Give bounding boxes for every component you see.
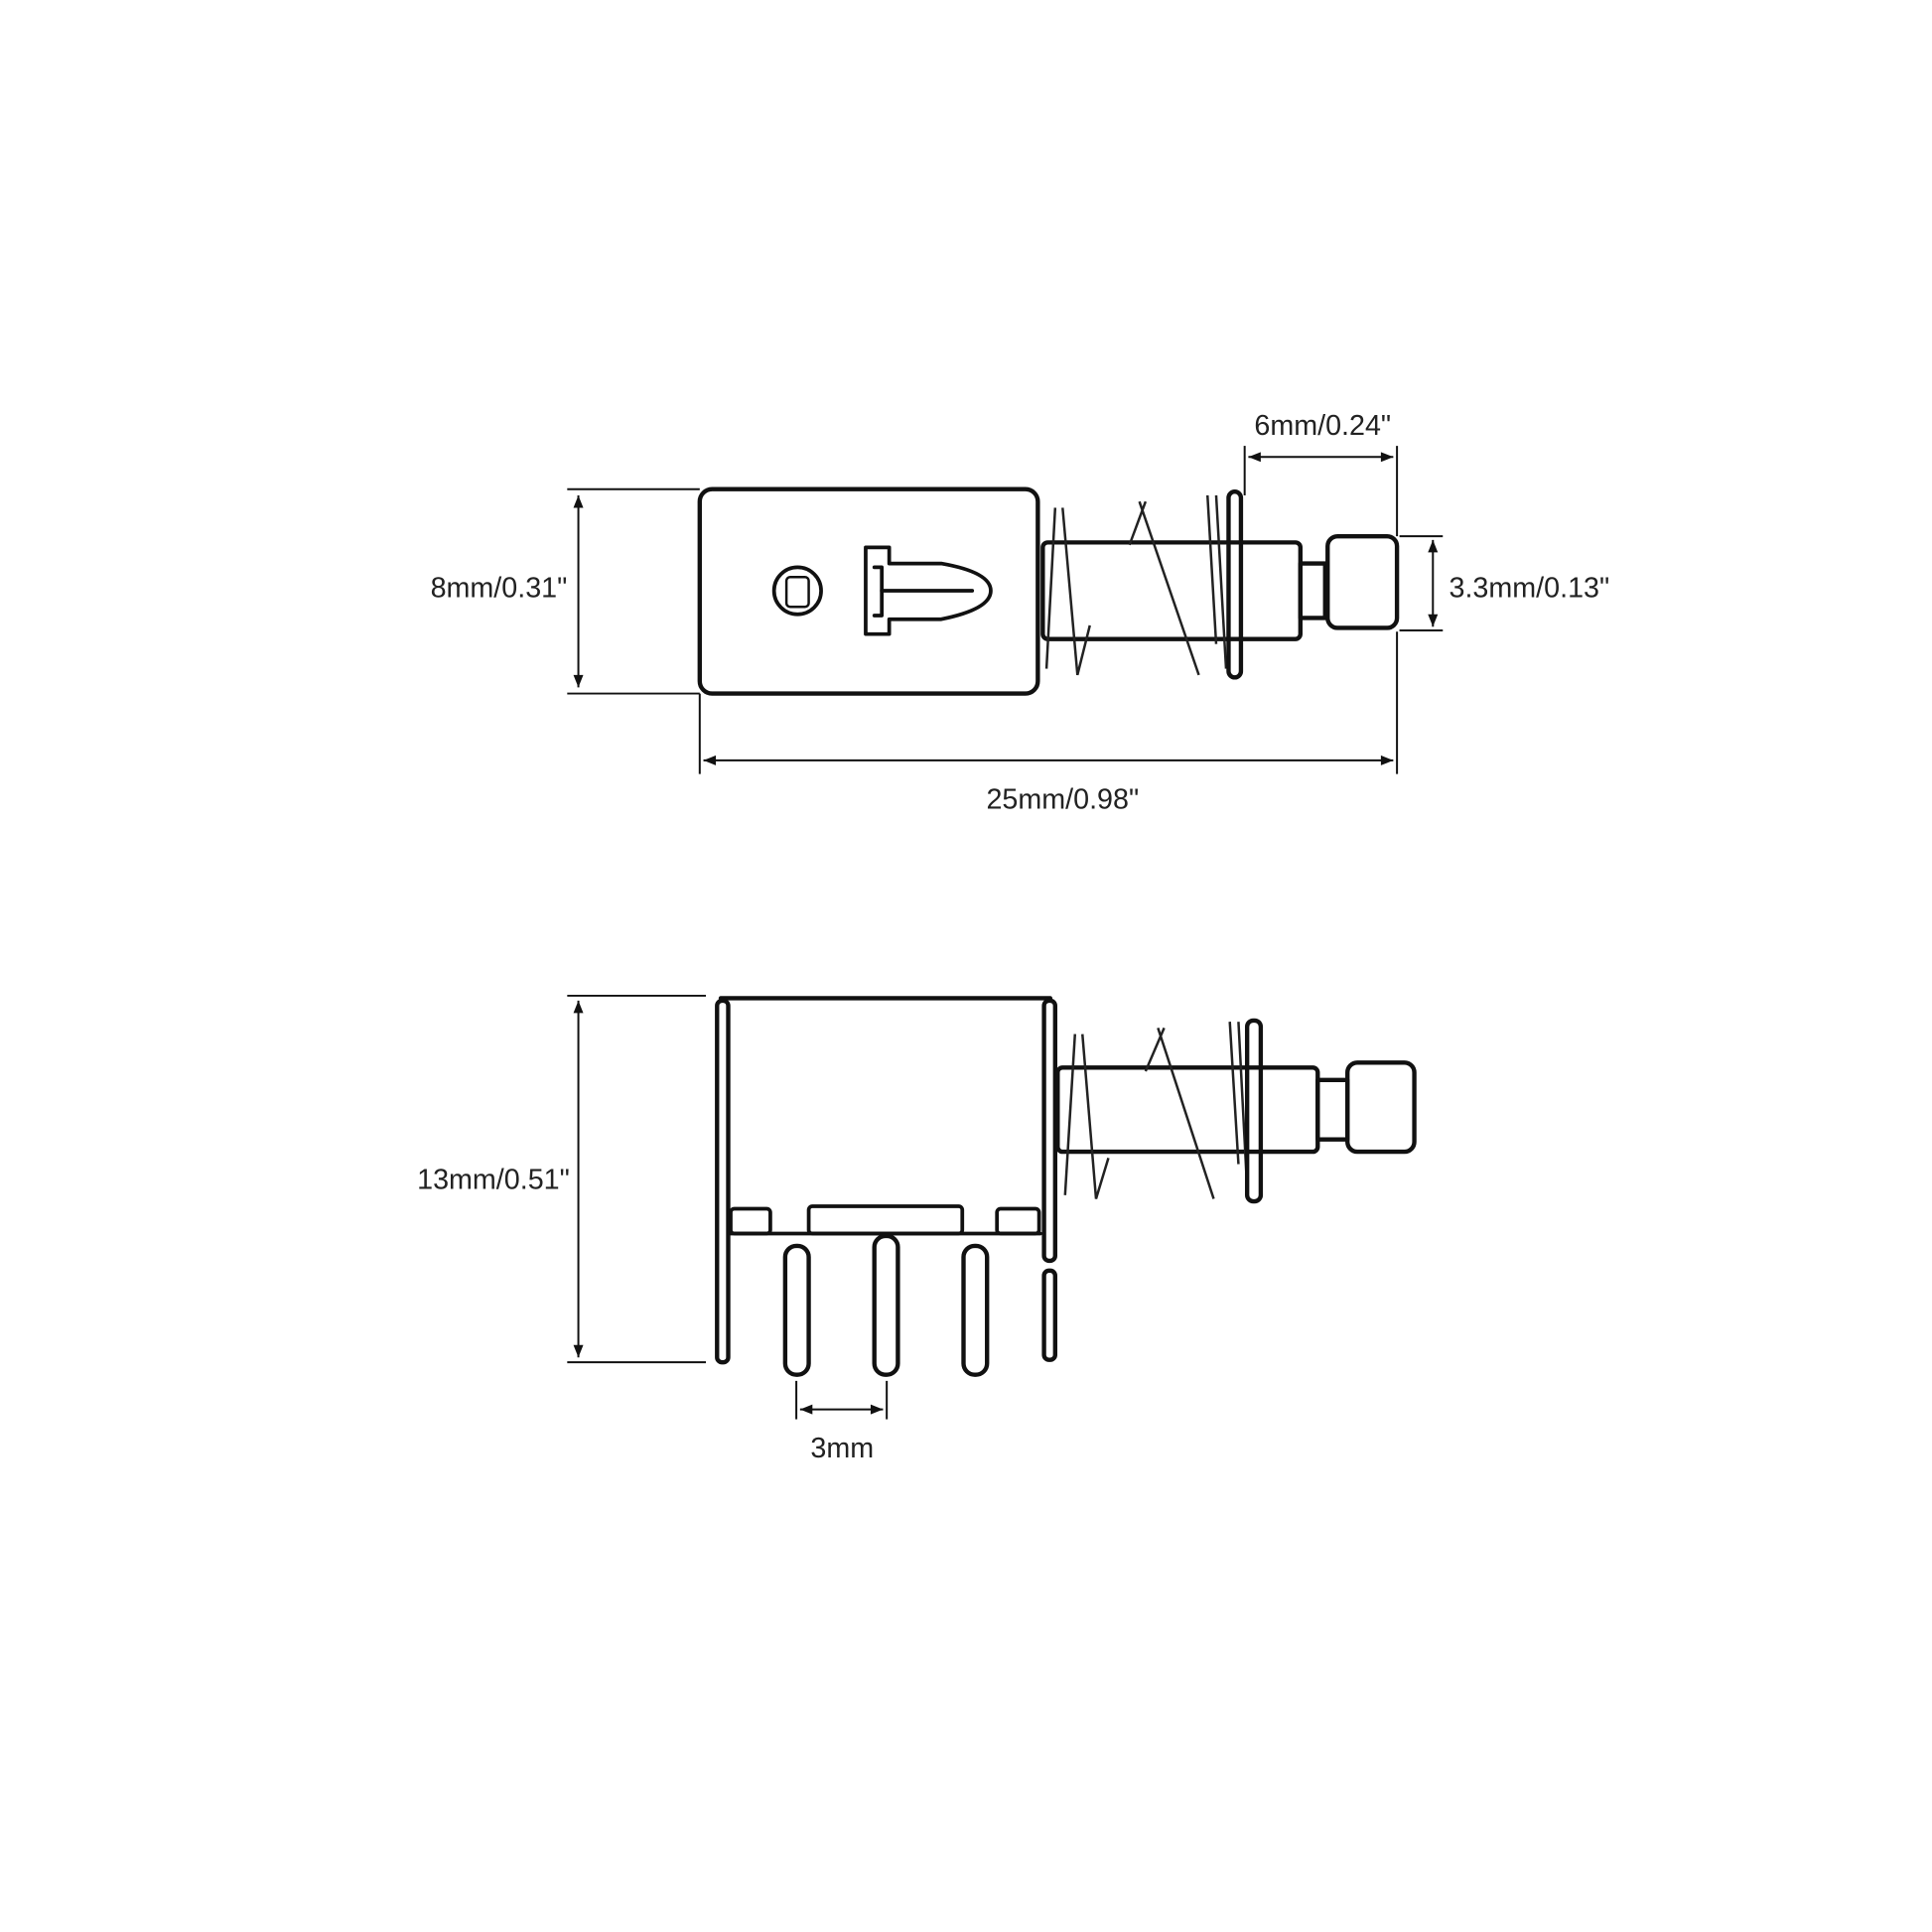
washer — [1226, 489, 1244, 680]
plunger-shaft-side — [1055, 1065, 1320, 1155]
pin-2 — [872, 1233, 900, 1377]
plunger-length-label: 6mm/0.24" — [1254, 410, 1391, 442]
height-label: 8mm/0.31" — [431, 572, 568, 604]
pin-3 — [961, 1243, 990, 1377]
body-hole — [771, 565, 823, 617]
plunger-cap-side — [1345, 1060, 1417, 1155]
pin-1 — [782, 1243, 811, 1377]
switch-body-top — [697, 486, 1040, 696]
top-view: 8mm/0.31" 25mm/0.98" 6mm/0.24" 3.3mm/0.1… — [431, 410, 1610, 816]
side-view: 13mm/0.51" 3mm — [417, 994, 1417, 1464]
spring-side — [1063, 1022, 1249, 1199]
right-frame-leg — [1041, 1268, 1057, 1362]
pin-pitch-label: 3mm — [810, 1433, 874, 1464]
plunger-diameter-label: 3.3mm/0.13" — [1449, 572, 1610, 604]
plunger-cap — [1325, 533, 1400, 630]
side-height-label: 13mm/0.51" — [417, 1165, 570, 1196]
spring — [1044, 494, 1228, 676]
washer-side — [1244, 1018, 1264, 1204]
length-label: 25mm/0.98" — [986, 784, 1139, 816]
plunger-shaft — [1040, 540, 1303, 641]
left-frame-leg — [715, 998, 731, 1365]
